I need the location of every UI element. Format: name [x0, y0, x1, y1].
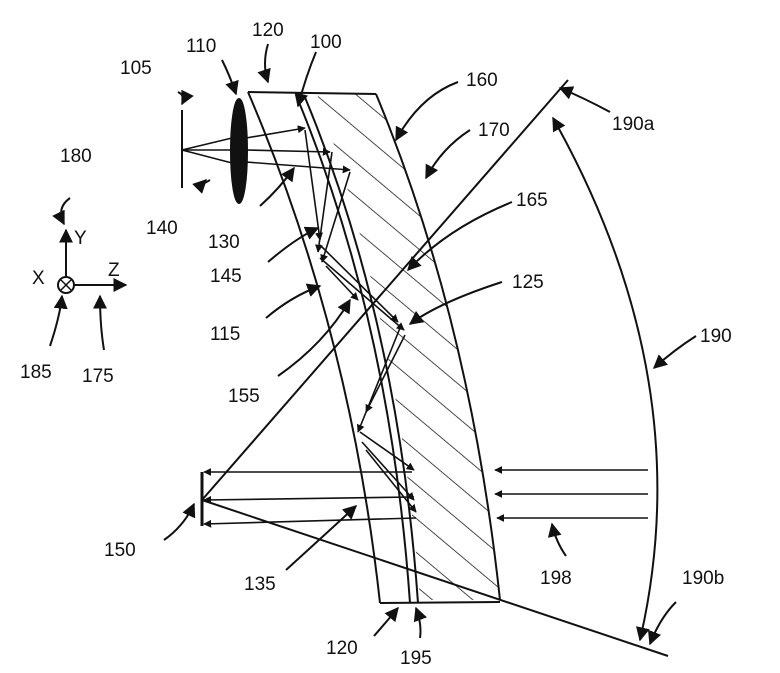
display-source — [182, 99, 247, 203]
label-160: 160 — [466, 70, 498, 91]
label-198: 198 — [540, 568, 572, 589]
fov-arc — [553, 118, 657, 640]
source-ray-a — [182, 138, 232, 150]
optical-element — [248, 92, 500, 603]
label-120-top: 120 — [252, 20, 284, 41]
output-ray-2 — [204, 497, 414, 500]
leader-135 — [286, 506, 356, 570]
label-185: 185 — [20, 362, 52, 383]
leader-110 — [222, 60, 236, 94]
source-ray-c — [182, 150, 232, 163]
ray-3 — [246, 162, 350, 170]
output-ray-3 — [204, 518, 416, 524]
leader-115 — [266, 286, 320, 318]
label-110: 110 — [186, 36, 216, 57]
leader-100 — [298, 52, 316, 106]
leader-105 — [178, 92, 183, 104]
lens-110 — [231, 99, 247, 203]
leader-195 — [416, 608, 421, 638]
label-165: 165 — [516, 190, 548, 211]
label-155: 155 — [228, 386, 260, 407]
ray-9 — [326, 266, 358, 300]
label-100: 100 — [310, 32, 342, 53]
label-130: 130 — [208, 232, 240, 253]
leader-180 — [61, 198, 70, 224]
leader-170 — [426, 130, 470, 178]
label-190: 190 — [700, 326, 732, 347]
label-190a: 190a — [612, 114, 655, 135]
label-105: 105 — [120, 58, 152, 79]
ray-6 — [322, 172, 350, 262]
top-edge — [248, 92, 376, 94]
ray-1 — [246, 128, 305, 138]
label-150: 150 — [104, 540, 136, 561]
leader-120-bottom — [374, 608, 398, 636]
label-140: 140 — [146, 218, 178, 239]
leader-150 — [164, 504, 194, 540]
label-115: 115 — [210, 324, 240, 345]
leader-120-top — [265, 44, 268, 82]
leader-190 — [654, 336, 696, 368]
label-125: 125 — [512, 272, 544, 293]
leader-185 — [50, 296, 62, 346]
axis-label-y: Y — [74, 228, 87, 249]
leader-140 — [204, 180, 210, 183]
axis-label-x: X — [32, 268, 45, 289]
ray-4 — [305, 130, 320, 240]
label-180: 180 — [60, 146, 92, 167]
label-145: 145 — [210, 266, 242, 287]
label-135: 135 — [244, 574, 276, 595]
leader-175 — [100, 296, 104, 350]
leader-130 — [260, 168, 294, 206]
leader-145 — [268, 228, 318, 262]
label-170: 170 — [478, 120, 510, 141]
leader-160 — [396, 82, 458, 140]
label-175: 175 — [82, 366, 114, 387]
label-120-bottom: 120 — [326, 638, 358, 659]
leader-190a — [560, 88, 610, 112]
axis-label-z: Z — [108, 260, 120, 281]
bottom-edge — [380, 602, 500, 603]
label-190b: 190b — [682, 568, 724, 589]
leader-198 — [552, 524, 566, 556]
leader-190b — [650, 602, 676, 644]
label-195: 195 — [400, 648, 432, 669]
